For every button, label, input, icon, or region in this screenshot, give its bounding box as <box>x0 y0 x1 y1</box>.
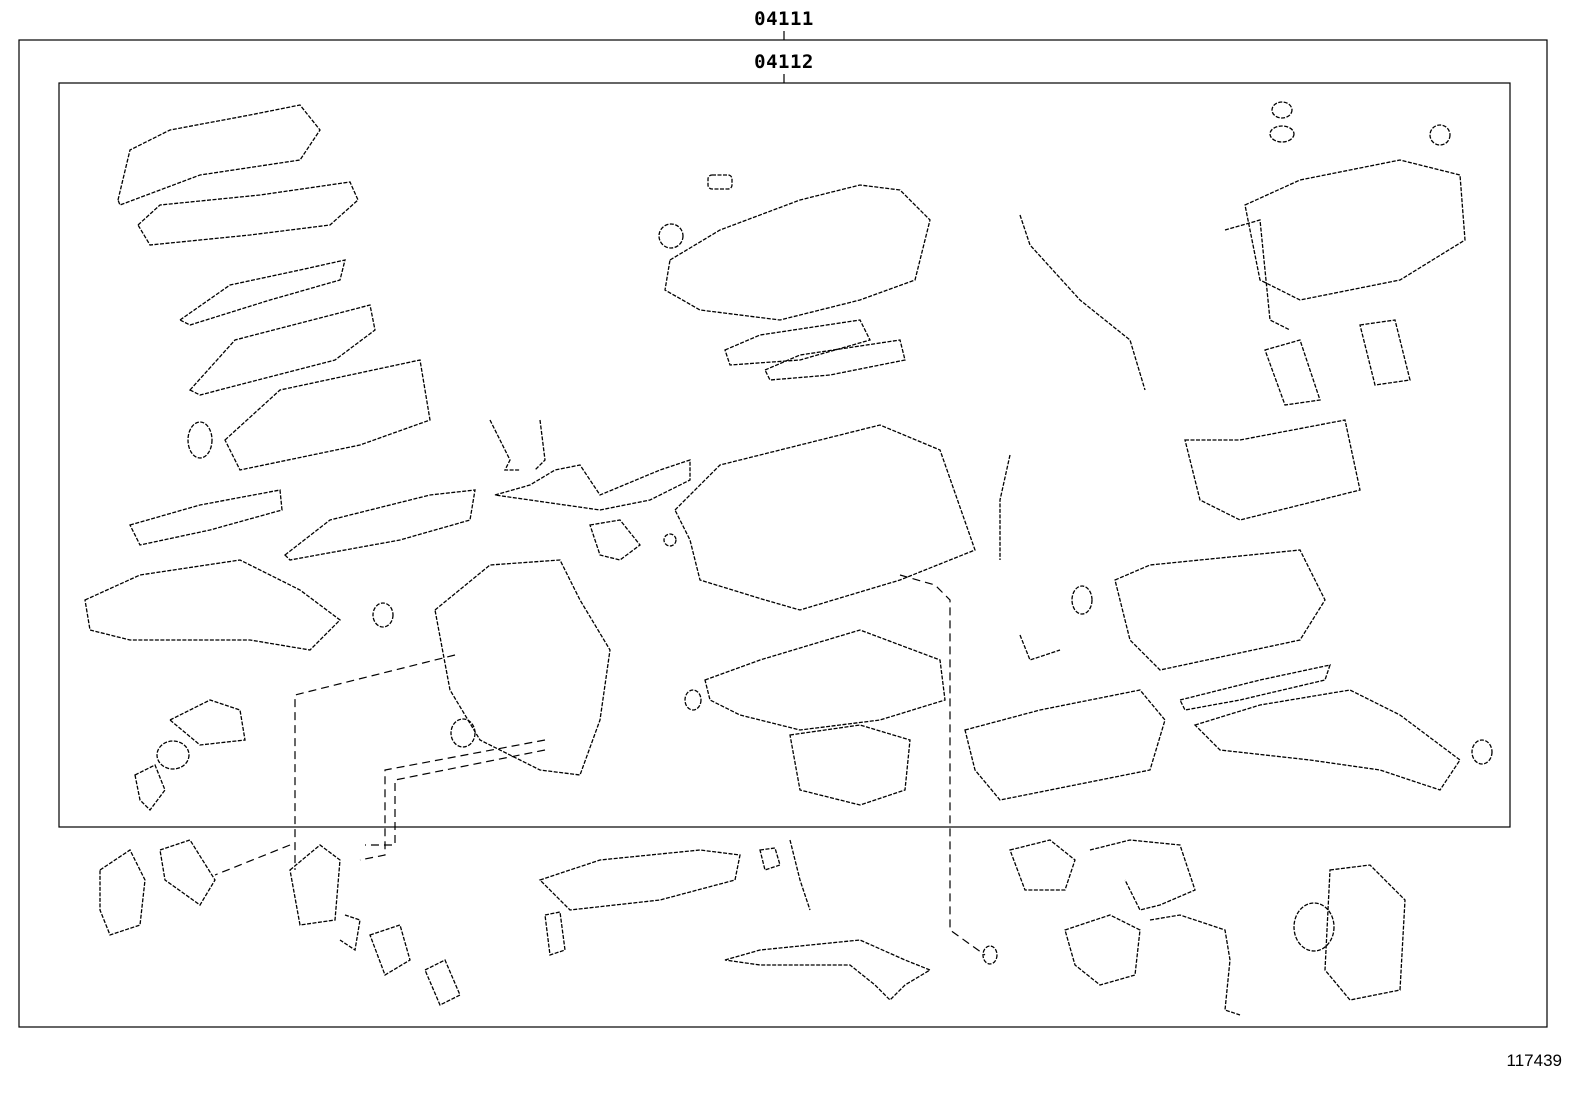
exhaust-gasket-left <box>129 489 283 546</box>
intake-gasket-left <box>188 304 376 396</box>
egr-valve <box>1009 839 1076 891</box>
valve-cover-gasket-left <box>137 181 359 246</box>
valve-cover-right <box>1244 159 1466 301</box>
engine-parts[interactable] <box>84 101 1493 1016</box>
cylinder-head-right <box>1114 549 1326 671</box>
kit-frames <box>18 31 1548 1028</box>
inner-kit-box <box>58 82 1511 828</box>
head-gasket-right <box>964 689 1166 801</box>
water-outlet <box>538 849 741 911</box>
water-pump-gasket <box>159 839 216 906</box>
timing-cover <box>434 559 611 776</box>
valve-cover-left <box>117 104 321 206</box>
dipstick <box>1019 214 1146 391</box>
cylinder-head-left <box>224 359 431 471</box>
outer-kit-label[interactable]: 04111 <box>754 8 814 30</box>
oil-pan-upper <box>704 629 946 731</box>
rear-oil-seal-retainer <box>1324 864 1406 1001</box>
engine-block <box>674 424 976 611</box>
intake-gasket-right <box>1184 419 1361 521</box>
exhaust-gasket-right <box>1179 664 1331 711</box>
oil-pump <box>289 844 341 926</box>
exhaust-manifold-right <box>1193 689 1461 791</box>
water-pump <box>99 849 146 936</box>
exhaust-manifold-left <box>84 559 341 651</box>
leader-lines <box>214 574 986 956</box>
figure-number: 117439 <box>1506 1051 1562 1070</box>
oil-pan-lower <box>789 724 911 806</box>
oil-strainer <box>724 939 932 1001</box>
head-gasket-left <box>284 489 476 561</box>
inner-kit-label[interactable]: 04112 <box>754 51 814 73</box>
intake-manifold <box>664 184 931 321</box>
outer-kit-box <box>18 39 1548 1028</box>
